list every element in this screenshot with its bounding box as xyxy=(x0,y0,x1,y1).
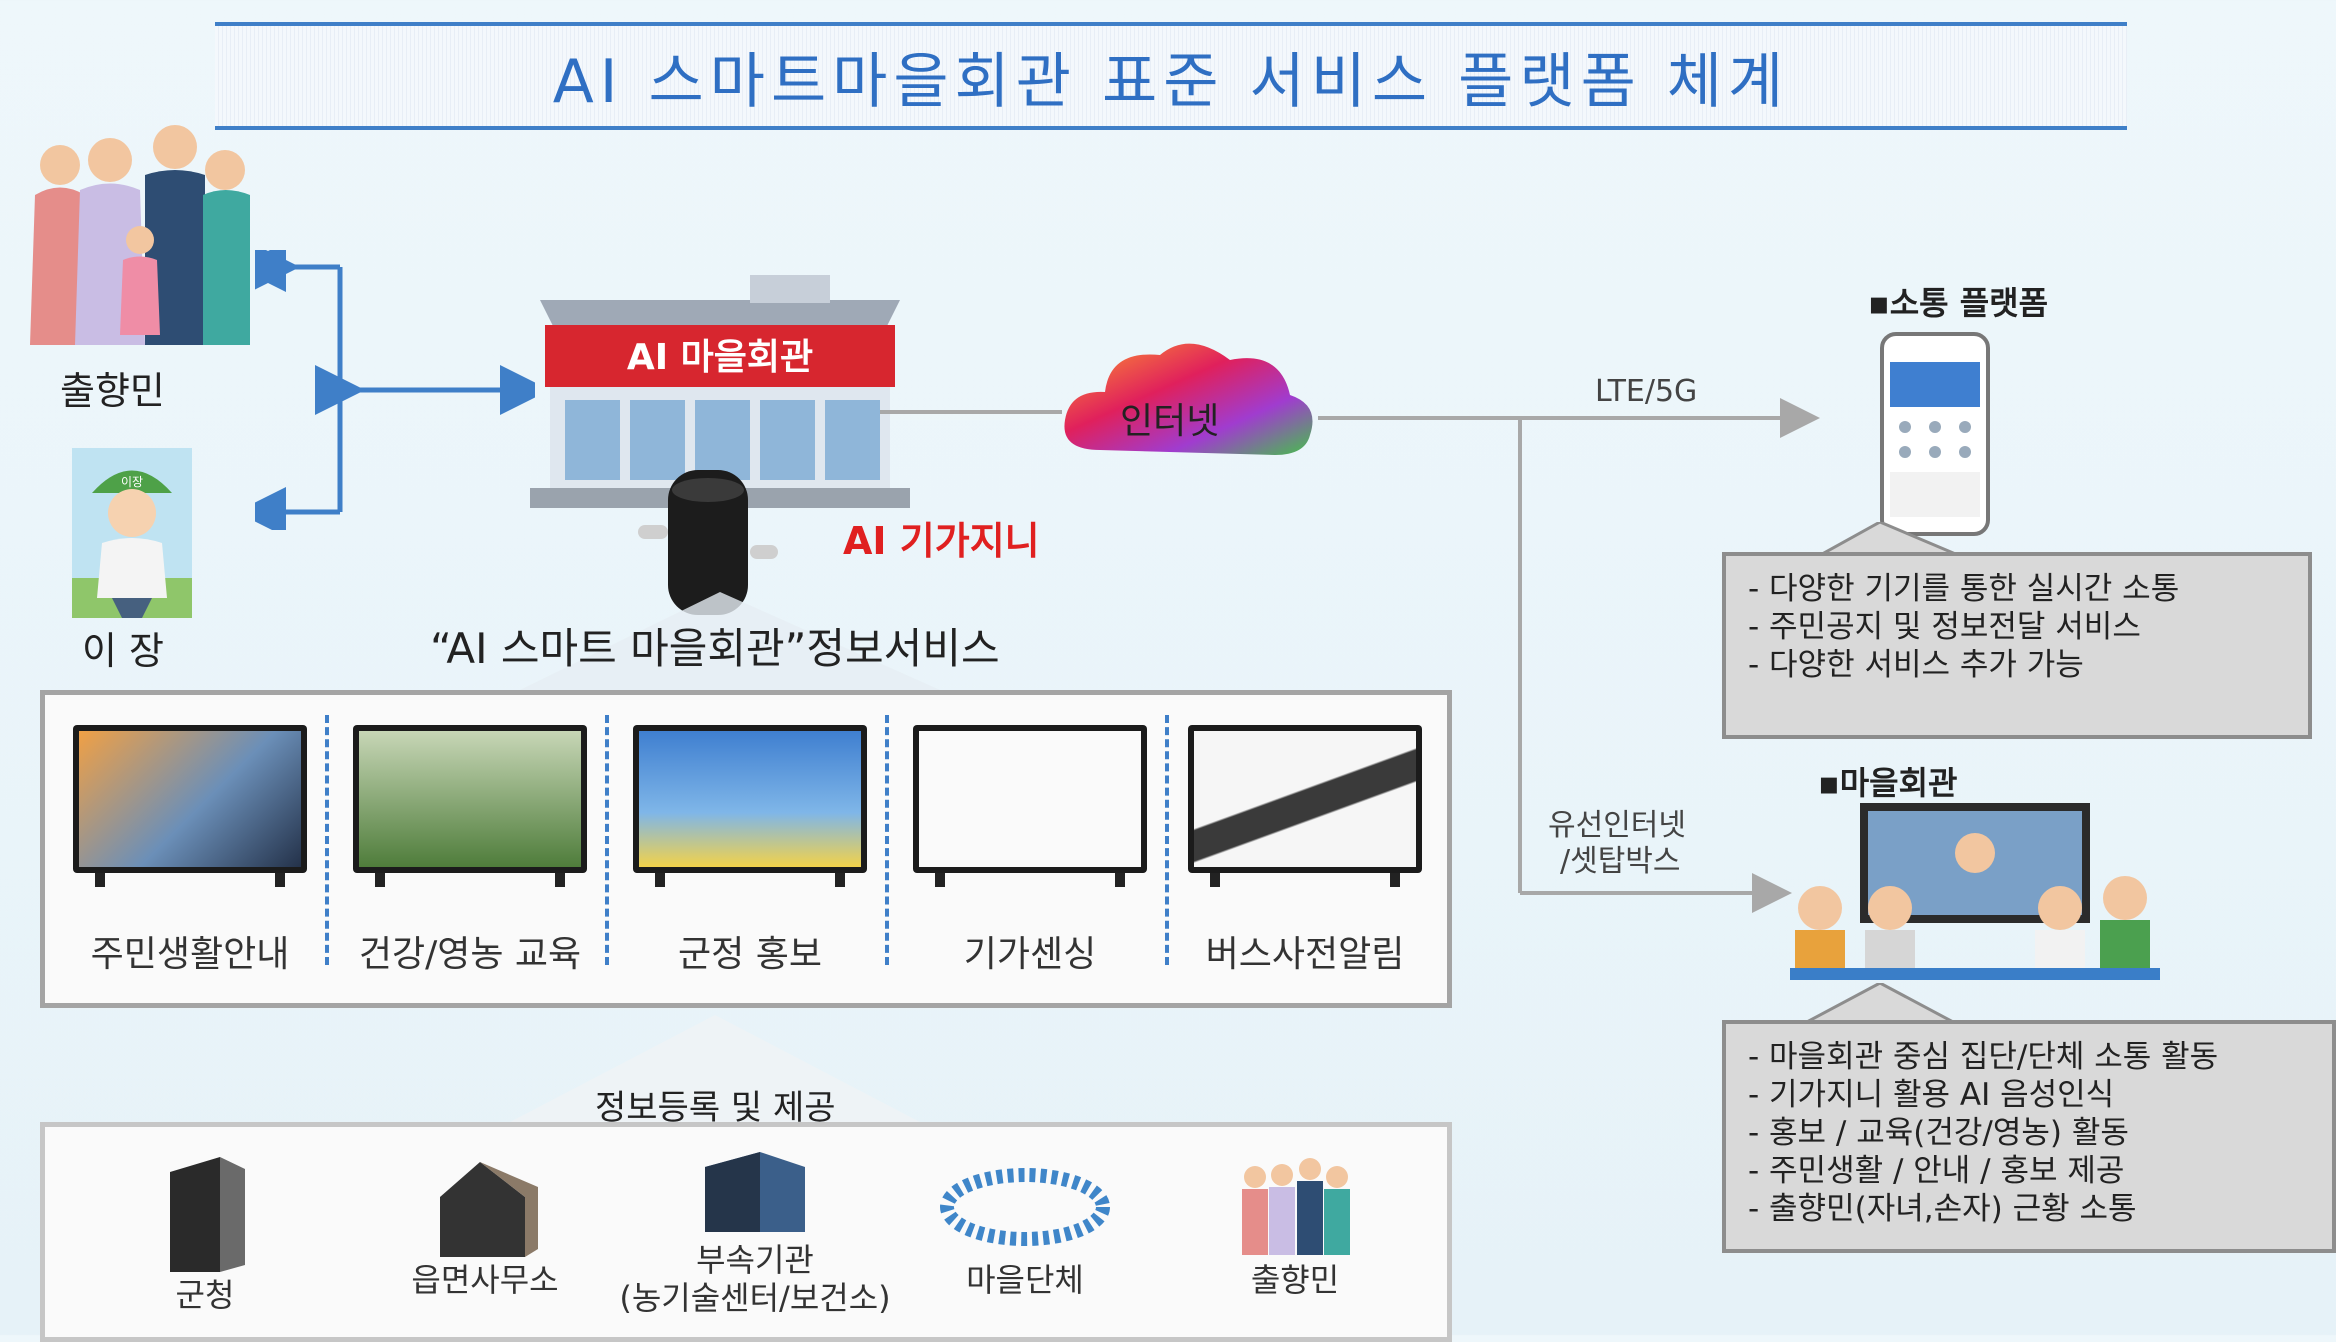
comm-platform-box: - 다양한 기기를 통한 실시간 소통 - 주민공지 및 정보전달 서비스 - … xyxy=(1722,552,2312,739)
hall-item: - 홍보 / 교육(건강/영농) 활동 xyxy=(1748,1115,2129,1151)
hall-item: - 기가지니 활용 AI 음성인식 xyxy=(1748,1077,2115,1113)
screen-item: 건강/영농 교육 xyxy=(335,725,605,995)
source-label: 부속기관 (농기술센터/보건소) xyxy=(619,1241,891,1317)
village-group-icon xyxy=(940,1168,1110,1246)
family-icon xyxy=(1242,1158,1350,1255)
source-item: 군청 xyxy=(125,1157,285,1314)
left-connector-arrows xyxy=(255,250,535,530)
source-item: 마을단체 xyxy=(925,1157,1125,1299)
screen-label: 군정 홍보 xyxy=(678,934,822,975)
screen-item: 버스사전알림 xyxy=(1170,725,1440,995)
screen-label: 주민생활안내 xyxy=(90,934,290,975)
meeting-illustration xyxy=(1790,803,2160,980)
screen-label: 건강/영농 교육 xyxy=(358,934,582,975)
divider xyxy=(325,715,329,965)
tv-icon xyxy=(353,725,587,873)
source-label: 읍면사무소 xyxy=(411,1261,559,1299)
chief-cap-text: 이장 xyxy=(121,475,143,489)
tv-icon xyxy=(913,725,1147,873)
title-bar: AI 스마트마을회관 표준 서비스 플랫폼 체계 xyxy=(215,22,2127,130)
comm-item: - 다양한 서비스 추가 가능 xyxy=(1748,647,2084,683)
service-title: “AI 스마트 마을회관”정보서비스 xyxy=(430,624,1000,673)
town-office-icon xyxy=(440,1162,538,1257)
comm-item: - 다양한 기기를 통한 실시간 소통 xyxy=(1748,571,2180,607)
source-label: 군청 xyxy=(175,1276,235,1314)
wired-label-line2: /셋탑박스 xyxy=(1560,844,1681,879)
source-item: 읍면사무소 xyxy=(385,1157,585,1299)
info-sources-panel: 군청 읍면사무소 부속기관 (농기술센터/보건소) 마을단체 출향민 xyxy=(40,1122,1452,1342)
chief-label: 이 장 xyxy=(82,629,164,673)
tv-icon xyxy=(1188,725,1422,873)
diaspora-label: 출향민 xyxy=(60,369,165,413)
internet-label: 인터넷 xyxy=(1120,401,1220,442)
info-service-panel: 주민생활안내 건강/영농 교육 군정 홍보 기가센싱 버스사전알림 xyxy=(40,690,1452,1008)
hall-item: - 주민생활 / 안내 / 홍보 제공 xyxy=(1748,1153,2125,1189)
affiliated-agency-icon xyxy=(705,1152,805,1232)
speaker-label: AI 기가지니 xyxy=(843,519,1040,563)
source-label: 출향민 xyxy=(1250,1261,1340,1299)
screen-item: 기가센싱 xyxy=(895,725,1165,995)
comm-item: - 주민공지 및 정보전달 서비스 xyxy=(1748,609,2141,645)
screen-item: 군정 홍보 xyxy=(615,725,885,995)
screen-label: 기가센싱 xyxy=(963,934,1097,975)
village-chief-illustration: 이장 xyxy=(72,448,192,618)
village-hall-heading: ▪마을회관 xyxy=(1818,764,1958,802)
callout-pointer xyxy=(1815,522,1965,558)
ai-speaker-icon xyxy=(638,470,778,615)
source-item: 부속기관 (농기술센터/보건소) xyxy=(585,1147,925,1317)
hall-item: - 마을회관 중심 집단/단체 소통 활동 xyxy=(1748,1039,2219,1075)
hall-item: - 출향민(자녀,손자) 근황 소통 xyxy=(1748,1191,2137,1227)
wired-label-line1: 유선인터넷 xyxy=(1548,808,1686,843)
source-item: 출향민 xyxy=(1205,1157,1385,1299)
smartphone-icon xyxy=(1880,332,1990,536)
divider xyxy=(885,715,889,965)
county-office-icon xyxy=(170,1157,245,1272)
diaspora-family-illustration xyxy=(30,125,250,345)
divider xyxy=(1165,715,1169,965)
internet-cloud-icon xyxy=(1064,343,1313,455)
divider xyxy=(605,715,609,965)
source-label: 마을단체 xyxy=(966,1261,1084,1299)
screen-item: 주민생활안내 xyxy=(55,725,325,995)
page-title: AI 스마트마을회관 표준 서비스 플랫폼 체계 xyxy=(552,46,1790,117)
family-icon xyxy=(30,125,250,345)
comm-platform-heading: ▪소통 플랫폼 xyxy=(1868,284,2049,322)
village-hall-box: - 마을회관 중심 집단/단체 소통 활동 - 기가지니 활용 AI 음성인식 … xyxy=(1722,1020,2336,1253)
tv-icon xyxy=(633,725,867,873)
lte-label: LTE/5G xyxy=(1595,374,1698,409)
sources-title: 정보등록 및 제공 xyxy=(595,1088,836,1128)
building-sign: AI 마을회관 xyxy=(626,337,814,378)
callout-pointer xyxy=(1805,983,1955,1023)
screen-label: 버스사전알림 xyxy=(1205,934,1405,975)
tv-icon xyxy=(73,725,307,873)
